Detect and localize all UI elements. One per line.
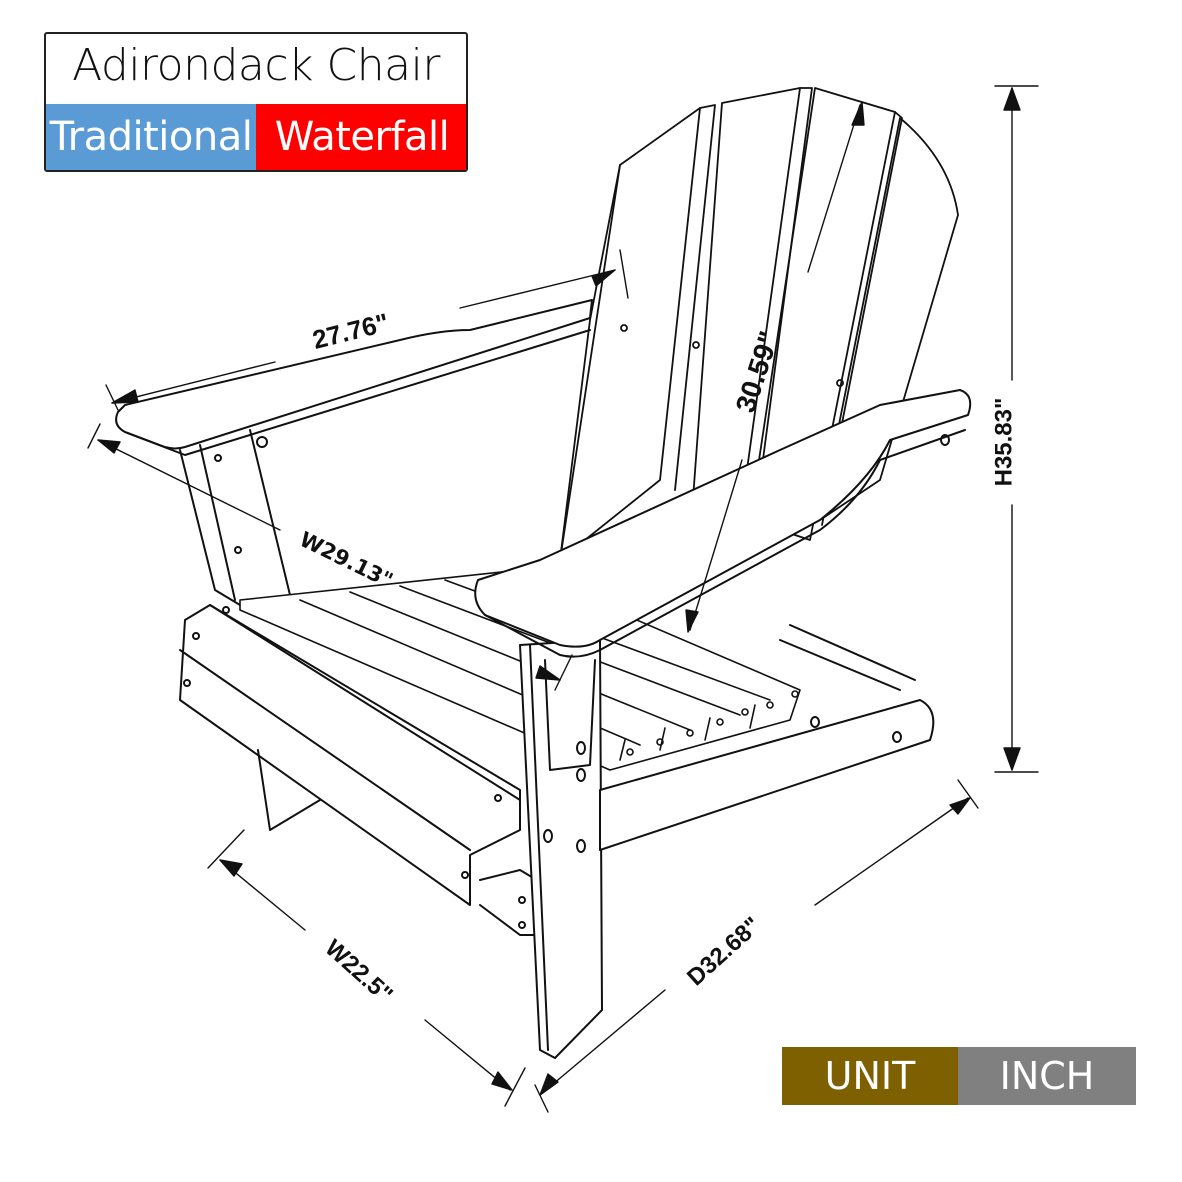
unit-label: UNIT (782, 1047, 958, 1105)
left-armrest (115, 299, 593, 606)
front-leg (519, 639, 603, 1059)
variant-traditional: Traditional (46, 104, 256, 170)
product-title: Adirondack Chair (72, 40, 440, 91)
title-box: Adirondack Chair Traditional Waterfall (44, 32, 468, 172)
front-apron (179, 604, 546, 936)
dimension-lines (87, 85, 1039, 1113)
rear-runner (599, 624, 935, 851)
variant-waterfall: Waterfall (256, 104, 466, 170)
dim-overall-height: H35.83" (990, 397, 1018, 487)
unit-box: UNIT INCH (782, 1047, 1136, 1105)
unit-value: INCH (958, 1047, 1136, 1105)
